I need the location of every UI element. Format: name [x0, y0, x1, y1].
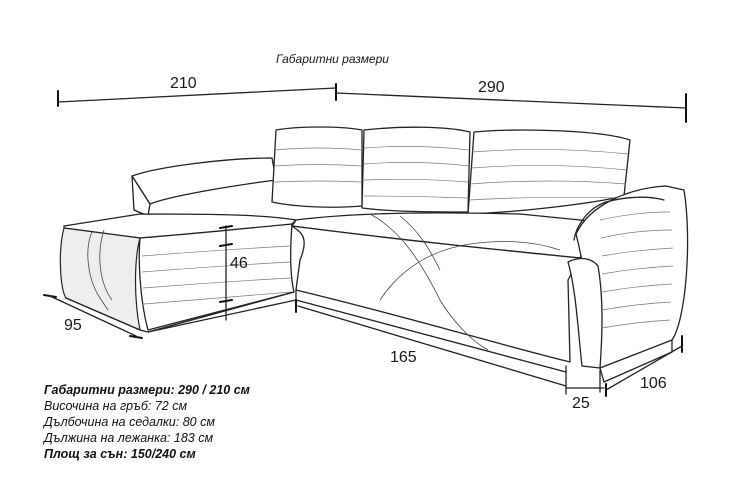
dimension-seat-height: 46 [230, 255, 248, 272]
arm-width-dimension [565, 365, 605, 395]
chaise-section [59, 213, 297, 333]
height-dimension [219, 225, 233, 321]
chaise-depth-dimension [43, 294, 143, 339]
spec-seat-depth: Дълбочина на седалки: 80 см [44, 415, 215, 429]
spec-overall-dimensions: Габаритни размери: 290 / 210 см [44, 383, 250, 397]
dimension-top-right: 290 [478, 79, 505, 96]
top-dimension-lines [57, 83, 687, 123]
back-cushions [131, 126, 631, 217]
diagram-caption: Габаритни размери [276, 52, 389, 66]
dimension-right-depth: 106 [640, 375, 667, 392]
spec-back-height: Височина на гръб: 72 см [44, 399, 188, 413]
dimension-length: 165 [390, 349, 417, 366]
dimension-top-left: 210 [170, 75, 197, 92]
spec-chaise-length: Дължина на лежанка: 183 см [44, 431, 214, 445]
specifications-list: Габаритни размери: 290 / 210 см Височина… [44, 382, 424, 462]
right-armrest [567, 185, 689, 383]
length-dimension [295, 299, 567, 387]
dimension-chaise-depth: 95 [64, 317, 82, 334]
spec-sleeping-area: Площ за сън: 150/240 см [44, 447, 196, 461]
dimension-arm-width: 25 [572, 395, 590, 412]
right-depth-dimension [605, 335, 683, 397]
